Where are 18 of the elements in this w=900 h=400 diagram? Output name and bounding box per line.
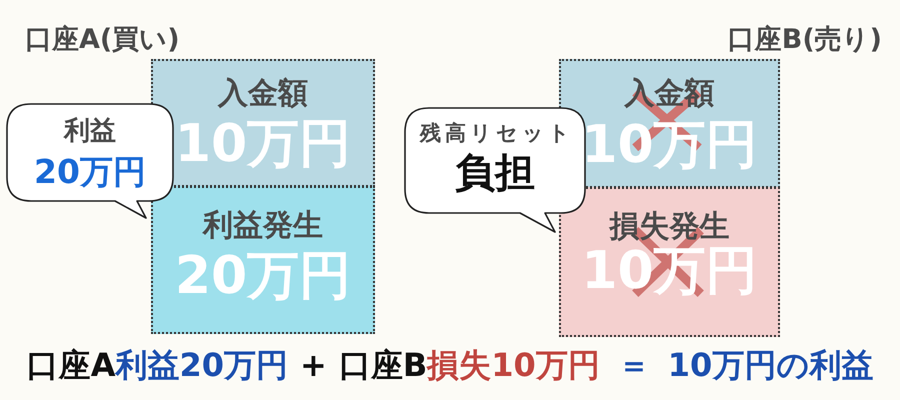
- speech-bubble: [6, 103, 174, 220]
- amount-box: [151, 186, 375, 334]
- crossed-out-box: [559, 187, 780, 337]
- box-heading: 損失発生: [610, 212, 730, 242]
- account-label: 口座A(買い): [25, 26, 180, 53]
- bubble-text: 20万円: [34, 154, 146, 188]
- amount-text: 10万円: [581, 119, 758, 171]
- amount-text: 10万円: [174, 118, 352, 170]
- account-label: 口座B(売り): [728, 26, 882, 53]
- amount-box: [151, 59, 375, 187]
- box-heading: 利益発生: [203, 211, 323, 241]
- speech-bubble: [404, 107, 586, 234]
- box-heading: 入金額: [218, 79, 308, 109]
- bubble-heading: 利益: [64, 118, 116, 144]
- bubble-text: 負担: [455, 153, 535, 193]
- equation-text: 口座A利益20万円 + 口座B損失10万円 ＝ 10万円の利益: [26, 347, 874, 383]
- amount-text: 20万円: [174, 250, 352, 302]
- bubble-heading: 残高リセット: [418, 122, 574, 144]
